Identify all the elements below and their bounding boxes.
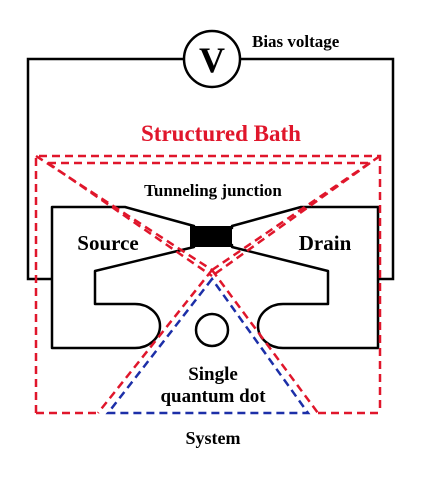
drain-label: Drain [299,231,352,255]
quantum-dot-label-line1: Single [188,364,238,385]
bias-voltage-label: Bias voltage [252,32,340,51]
voltmeter: V [182,29,242,89]
bias-circuit [26,57,395,281]
right-lead-wire [240,57,395,281]
bath-left-descend-outer [97,269,213,414]
structured-bath-region [34,154,382,415]
tunneling-junction-block [190,226,232,247]
bath-top-outer [34,154,382,413]
quantum-dot-label-line2: quantum dot [160,386,266,407]
quantum-dot-circle [194,312,230,348]
bath-diagonal-right-2 [211,161,371,278]
structured-bath-label: Structured Bath [141,121,301,146]
bath-diagonal-left-2 [47,161,213,278]
system-region [105,276,311,415]
electrode-outline [50,205,380,350]
voltmeter-circle [182,29,242,89]
bath-diagonal-left-1 [35,154,213,272]
system-label: System [186,428,241,448]
bath-right-descend-outer [210,269,320,414]
left-lead-wire [26,57,184,281]
bath-diagonal-right-1 [211,154,381,272]
source-label: Source [77,231,138,255]
tunneling-junction-label: Tunneling junction [144,181,282,200]
voltmeter-symbol: V [199,40,225,80]
